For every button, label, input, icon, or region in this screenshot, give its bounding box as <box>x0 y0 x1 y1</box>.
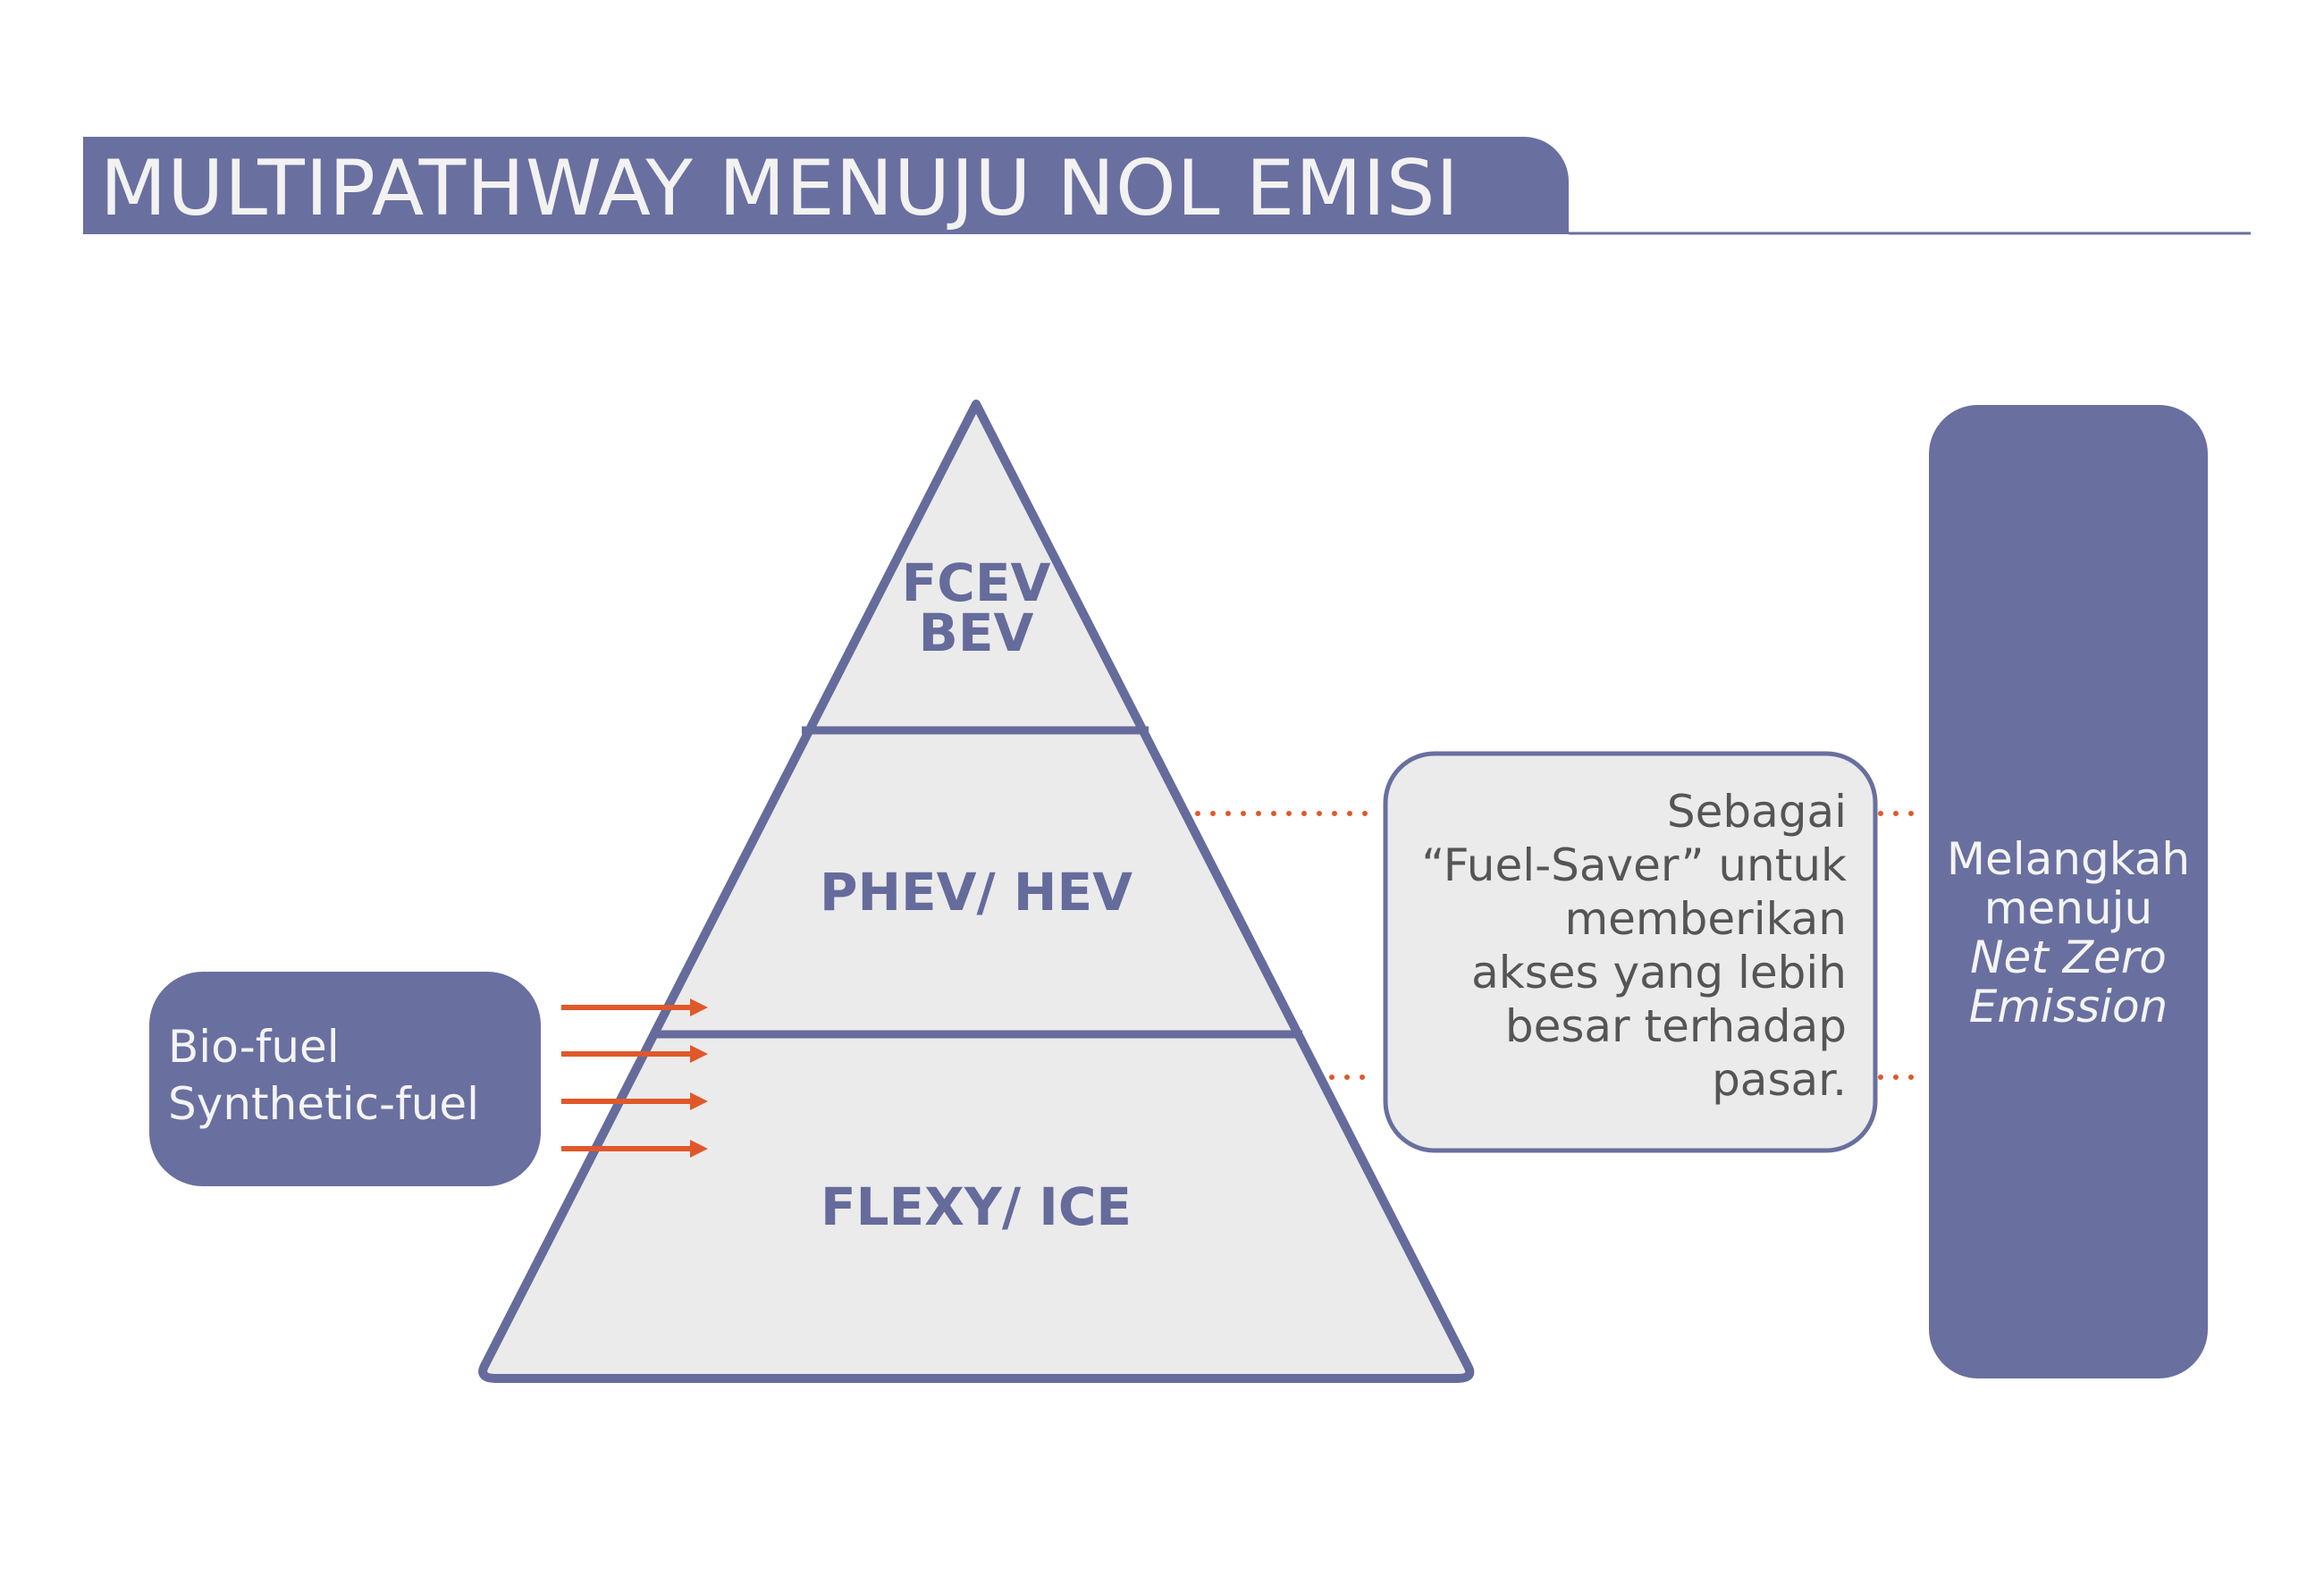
fuel-biofuel: Bio-fuel <box>168 1021 340 1073</box>
fuel-saver-line: Sebagai <box>1667 786 1847 838</box>
title-banner: MULTIPATHWAY MENUJU NOL EMISI <box>83 137 2251 235</box>
fuel-arrows <box>561 999 708 1158</box>
goal-line2: menuju <box>1984 882 2152 934</box>
arrow-icon <box>561 1092 708 1110</box>
arrow-icon <box>561 999 708 1016</box>
tier-bottom: FLEXY/ ICE <box>821 1176 1132 1237</box>
fuel-saver-line: “Fuel-Saver” untuk <box>1421 839 1847 891</box>
arrow-icon <box>561 1140 708 1158</box>
fuel-saver-line: besar terhadap <box>1505 1000 1847 1052</box>
tier-top-fcev: FCEV <box>902 552 1051 613</box>
tier-top-bev: BEV <box>919 603 1034 663</box>
page-title: MULTIPATHWAY MENUJU NOL EMISI <box>100 144 1460 233</box>
fuel-synthetic: Synthetic-fuel <box>168 1078 479 1130</box>
fuel-saver-line: memberikan <box>1564 893 1847 945</box>
goal-line3: Net Zero <box>1970 931 2167 983</box>
arrow-icon <box>561 1045 708 1063</box>
goal-line1: Melangkah <box>1947 833 2190 885</box>
dotted-connectors <box>1195 811 1924 1080</box>
fuel-saver-line: akses yang lebih <box>1471 947 1847 999</box>
goal-line4: Emission <box>1969 981 2168 1032</box>
fuel-saver-line: pasar. <box>1712 1054 1847 1106</box>
fuel-saver-box: Sebagai “Fuel-Saver” untuk memberikan ak… <box>1383 751 1878 1153</box>
net-zero-box: Melangkah menuju Net Zero Emission <box>1929 405 2208 1378</box>
pyramid: FCEV BEV PHEV/ HEV FLEXY/ ICE <box>478 400 1475 1383</box>
fuel-box: Bio-fuel Synthetic-fuel <box>149 972 541 1186</box>
tier-middle: PHEV/ HEV <box>820 862 1133 923</box>
